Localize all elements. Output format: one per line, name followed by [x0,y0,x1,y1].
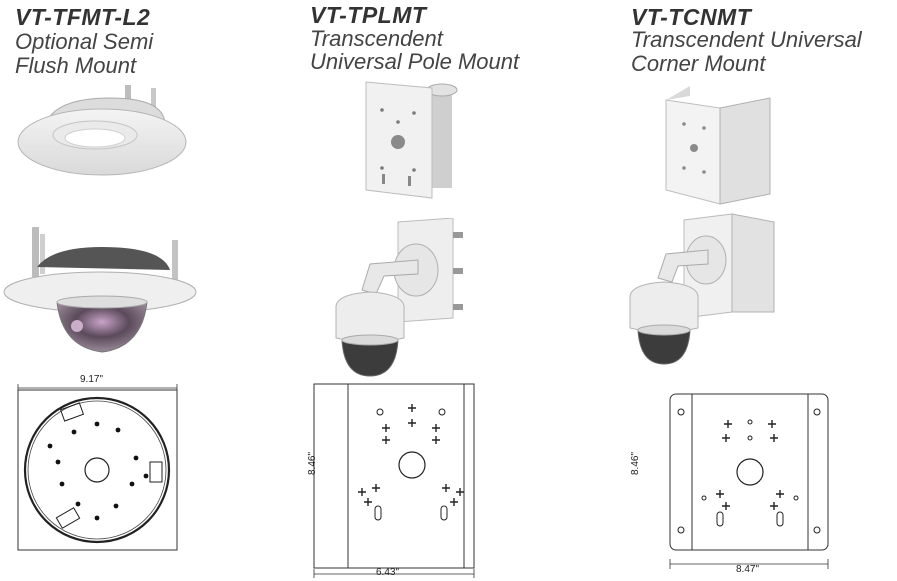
pole-mount-plate-image [365,81,458,199]
model-name: VT-TPLMT [310,2,427,28]
description-line-1: Transcendent [310,26,443,51]
description-line-1: Optional Semi [15,29,154,54]
height-dimension-label: 8.46" [630,451,642,476]
flush-mount-ring-image [17,85,187,176]
corner-mount-drawing [669,393,829,569]
flush-mount-camera-image [3,227,197,353]
description-line-2: Flush Mount [15,53,137,78]
height-dimension-label: 8.46" [307,451,319,476]
width-dimension-label: 9.17" [80,374,104,385]
product-pole-mount: VT-TPLMT Transcendent Universal Pole Mou… [300,0,620,581]
product-corner-mount: VT-TCNMT Transcendent Universal Corner M… [620,0,897,581]
model-name: VT-TCNMT [631,4,752,30]
model-name: VT-TFMT-L2 [15,4,151,30]
description-line-2: Universal Pole Mount [310,49,520,74]
pole-mount-camera-image [335,218,463,377]
product-flush-mount: VT-TFMT-L2 Optional Semi Flush Mount [0,0,300,581]
pole-mount-drawing [313,383,475,578]
description-line-1: Transcendent Universal [631,27,862,52]
description-line-2: Corner Mount [631,51,766,76]
width-dimension-label: 8.47" [736,564,760,575]
width-dimension-label: 6.43" [376,567,400,578]
flush-mount-drawing [17,384,178,551]
corner-mount-camera-image [629,213,775,365]
corner-mount-plate-image [665,86,771,205]
